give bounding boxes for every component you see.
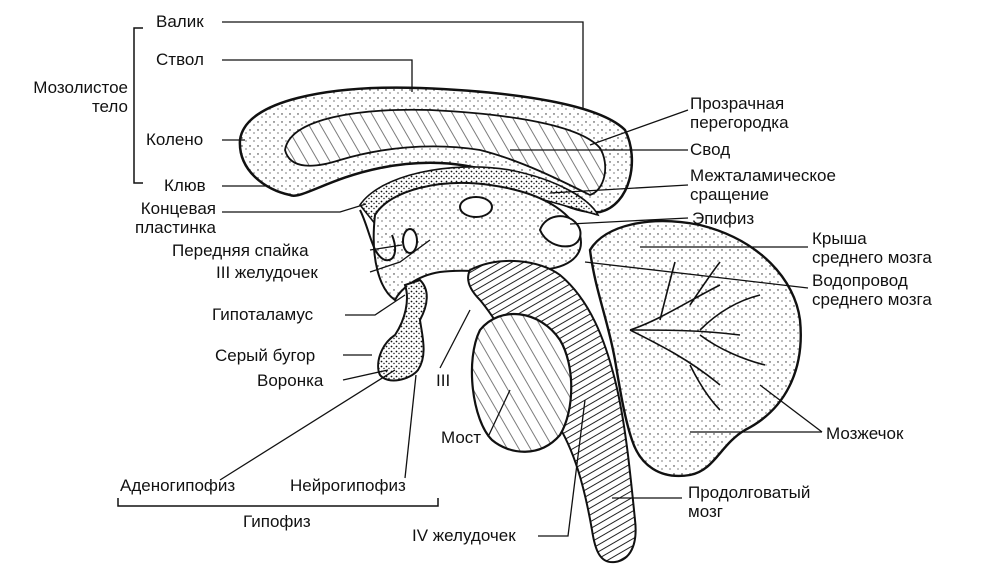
label-corpus-callosum: Мозолистое тело bbox=[33, 78, 128, 116]
bracket-corpus-callosum bbox=[133, 27, 143, 184]
label-anterior-commissure: Передняя спайка bbox=[172, 241, 309, 260]
arbor-vitae bbox=[629, 261, 766, 411]
label-aqueduct: Водопровод среднего мозга bbox=[812, 271, 932, 309]
label-pons: Мост bbox=[441, 428, 482, 447]
bracket-hypophysis bbox=[117, 498, 439, 507]
label-tectum: Крыша среднего мозга bbox=[812, 229, 932, 267]
label-hypothalamus: Гипоталамус bbox=[212, 305, 314, 324]
label-septum-pellucidum: Прозрачная перегородка bbox=[690, 94, 789, 132]
label-genu: Колено bbox=[146, 130, 204, 149]
label-rostrum: Клюв bbox=[164, 176, 206, 195]
cerebellum-shape bbox=[588, 219, 802, 478]
label-epiphysis: Эпифиз bbox=[692, 209, 755, 228]
lamina-terminalis-shape bbox=[359, 209, 397, 262]
label-neurohypophysis: Нейрогипофиз bbox=[290, 476, 406, 495]
label-infundibulum: Воронка bbox=[257, 371, 324, 390]
interthalamic-adhesion-shape bbox=[459, 196, 493, 218]
pons-shape bbox=[470, 312, 573, 453]
label-trunk: Ствол bbox=[156, 50, 204, 69]
label-fornix: Свод bbox=[690, 140, 731, 159]
hypophysis-shape bbox=[377, 278, 428, 382]
label-hypophysis: Гипофиз bbox=[243, 512, 311, 531]
label-interthalamic-adhesion: Межталамическое сращение bbox=[690, 166, 836, 204]
label-nerve-iii: III bbox=[436, 371, 451, 390]
label-cerebellum: Мозжечок bbox=[826, 424, 904, 443]
label-third-ventricle: III желудочек bbox=[216, 263, 318, 282]
label-medulla: Продолговатый мозг bbox=[688, 483, 811, 521]
anterior-commissure-shape bbox=[402, 228, 418, 254]
label-adenohypophysis: Аденогипофиз bbox=[120, 476, 236, 495]
label-splenium: Валик bbox=[156, 12, 204, 31]
label-tuber-cinereum: Серый бугор bbox=[215, 346, 316, 365]
label-lamina-terminalis: Концевая пластинка bbox=[134, 199, 216, 237]
leader-lines bbox=[219, 21, 823, 537]
label-fourth-ventricle: IV желудочек bbox=[412, 526, 516, 545]
